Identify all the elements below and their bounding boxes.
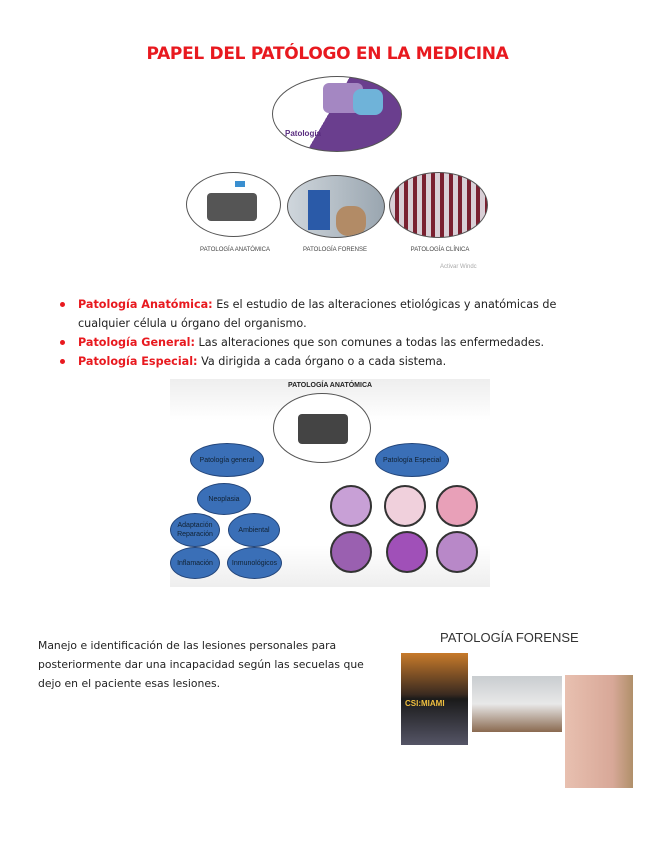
csi-poster-image: CSI:MIAMI	[401, 653, 468, 745]
clinica-image	[389, 172, 488, 238]
node-ambiental: Ambiental	[228, 513, 280, 547]
node-inflamacion: Inflamación	[170, 547, 220, 579]
list-item: Patología General: Las alteraciones que …	[58, 333, 578, 352]
tissue-image	[330, 485, 372, 527]
node-general: Patología general	[190, 443, 264, 477]
tissue-image	[330, 531, 372, 573]
tissue-image	[386, 531, 428, 573]
watermark: Activar Windc	[440, 264, 477, 270]
caption-clinica: PATOLOGÍA CLÍNICA	[410, 247, 470, 253]
page-title: PAPEL DEL PATÓLOGO EN LA MEDICINA	[146, 44, 509, 64]
list-item: Patología Especial: Va dirigida a cada ó…	[58, 352, 578, 371]
anatomica-diagram: PATOLOGÍA ANATÓMICA Patología general Pa…	[170, 379, 490, 587]
node-adaptacion: Adaptación Reparación	[170, 513, 220, 547]
pathology-logo-image: Patología	[272, 76, 402, 152]
node-neoplasia: Neoplasia	[197, 483, 251, 515]
tissue-image	[436, 485, 478, 527]
tissue-image	[436, 531, 478, 573]
forense-title: PATOLOGÍA FORENSE	[440, 630, 579, 645]
list-item: Patología Anatómica: Es el estudio de la…	[58, 295, 578, 333]
forense-paragraph: Manejo e identificación de las lesiones …	[38, 639, 364, 690]
anatomica-image	[186, 172, 281, 237]
node-especial: Patología Especial	[375, 443, 449, 477]
bruised-face-image	[565, 675, 633, 788]
logo-text: Patología	[285, 129, 322, 138]
autopsy-image	[472, 676, 562, 732]
caption-forense: PATOLOGÍA FORENSE	[302, 247, 368, 253]
forense-image	[287, 175, 385, 238]
tissue-image	[384, 485, 426, 527]
diagram-title: PATOLOGÍA ANATÓMICA	[287, 382, 373, 389]
definitions-list: Patología Anatómica: Es el estudio de la…	[58, 295, 578, 371]
microscope-image	[273, 393, 371, 463]
caption-anatomica: PATOLOGÍA ANATÓMICA	[200, 247, 270, 253]
node-inmunologicos: Inmunológicos	[227, 547, 282, 579]
